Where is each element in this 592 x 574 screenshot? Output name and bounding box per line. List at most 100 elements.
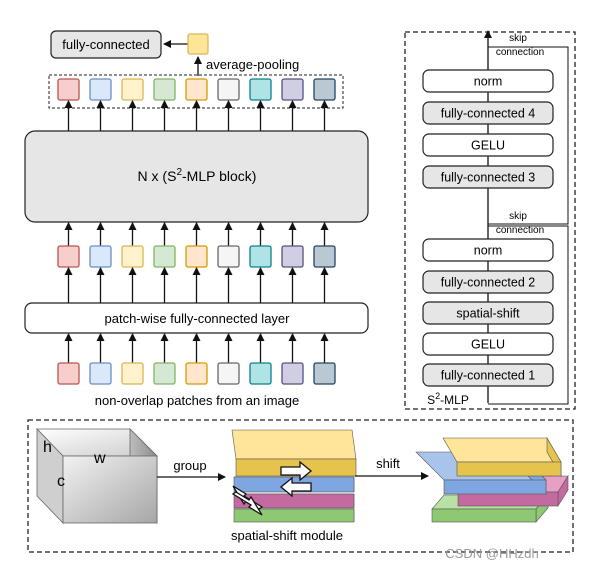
image-patch (313, 362, 336, 385)
output-token (313, 78, 336, 101)
mlp-layer-box (422, 101, 554, 125)
cube-dim-c: c (57, 473, 65, 490)
image-patch (121, 362, 144, 385)
spatial-shift-panel-frame (27, 419, 574, 553)
block-label-suffix: -MLP block) (182, 168, 256, 184)
s2-mlp-panel-title: S2-MLP (427, 391, 469, 407)
skip-connection-lower (488, 225, 569, 405)
image-patch (281, 362, 304, 385)
shift-direction-arrows (231, 460, 313, 516)
mlp-layer-label: fully-connected 4 (441, 107, 536, 121)
mlp-layer-label: fully-connected 2 (441, 276, 536, 290)
skip-label-upper-1: skip (509, 33, 527, 44)
mlp-layer-box (422, 165, 554, 189)
block-to-output-arrows (64, 100, 329, 131)
spatial-shift-panel: h w c group spatial-shift module shift (27, 419, 574, 553)
image-patch (57, 362, 80, 385)
mlp-layer-box (422, 301, 554, 325)
output-fc-label: fully-connected (62, 37, 149, 52)
patch-token (313, 245, 336, 268)
mlp-layer-box (422, 238, 554, 262)
panel-title-prefix: S (427, 393, 435, 407)
grouped-feature-stack (231, 429, 357, 523)
mlp-layer-stack: norm fully-connected 4 GELU fully-connected… (422, 69, 554, 387)
shift-slab-yellow-front (456, 461, 562, 477)
group-slab-yellow-top (231, 429, 357, 460)
output-token (217, 78, 240, 101)
token-row (57, 245, 336, 268)
mlp-layer-box (422, 332, 554, 356)
image-patch (217, 362, 240, 385)
patch-token (217, 245, 240, 268)
mlp-layer-label: fully-connected 3 (441, 171, 536, 185)
output-token (249, 78, 272, 101)
patch-token (249, 245, 272, 268)
panel-title-sup: 2 (435, 391, 440, 401)
output-token (185, 78, 208, 101)
image-patch (185, 362, 208, 385)
skip-label-lower-1: skip (509, 211, 527, 222)
s2-mlp-detail-panel: skip connection skip connection norm full… (404, 30, 576, 410)
shift-right-arrow-icon (280, 460, 313, 482)
output-tokens-frame (48, 74, 344, 109)
fc-to-tokens-arrows (64, 267, 329, 303)
shift-slab-green-front (431, 508, 537, 523)
input-caption: non-overlap patches from an image (95, 393, 300, 408)
average-pooling-label: average-pooling (206, 57, 299, 72)
output-token-row (57, 78, 336, 101)
patch-token (57, 245, 80, 268)
main-pipeline: fully-connected average-pooling N x (S2-… (24, 30, 369, 408)
skip-label-lower-2: connection (496, 225, 544, 236)
mlp-layer-box (422, 69, 554, 93)
spatial-shift-module-caption: spatial-shift module (231, 528, 343, 543)
patch-token (153, 245, 176, 268)
output-token (153, 78, 176, 101)
mlp-layer-label: GELU (471, 139, 505, 153)
output-fc-box (50, 30, 162, 59)
block-label-prefix: N x (S (138, 168, 177, 184)
image-patch (89, 362, 112, 385)
mlp-layer-label: fully-connected 1 (441, 369, 536, 383)
patch-token (121, 245, 144, 268)
skip-label-upper-2: connection (496, 47, 544, 58)
skip-connection-upper (488, 46, 569, 225)
output-token (121, 78, 144, 101)
image-patch (249, 362, 272, 385)
tokens-to-block-arrows (64, 222, 329, 246)
shift-left-arrow-icon (279, 476, 312, 498)
patch-token (185, 245, 208, 268)
mlp-layer-box (422, 363, 554, 387)
patch-wise-fc-label: patch-wise fully-connected layer (105, 311, 291, 326)
group-slab-green-front (233, 508, 355, 523)
mlp-layer-box (422, 270, 554, 294)
patch-token (89, 245, 112, 268)
mlp-layer-box (422, 133, 554, 157)
patch-token (281, 245, 304, 268)
group-slab-pink-front (233, 493, 355, 509)
cube-dim-w: w (93, 450, 106, 467)
shift-label: shift (376, 456, 400, 471)
image-patch (153, 362, 176, 385)
shift-slab-yellow-top (442, 437, 562, 463)
mlp-layer-label: GELU (471, 338, 505, 352)
output-token (89, 78, 112, 101)
block-label: N x (S2-MLP block) (138, 167, 257, 184)
output-token (57, 78, 80, 101)
mlp-layer-label: norm (474, 75, 502, 89)
cube-dim-h: h (43, 439, 52, 456)
shift-slab-blue-front (443, 479, 547, 495)
patches-to-fc-arrows (64, 333, 329, 363)
feature-cube: h w c (36, 428, 158, 524)
pooled-token (187, 33, 209, 55)
mlp-layer-label: spatial-shift (456, 307, 520, 321)
panel-title-suffix: -MLP (440, 393, 469, 407)
block-label-sup: 2 (176, 167, 182, 178)
input-patch-row (57, 362, 336, 385)
shifted-feature-stack (415, 436, 569, 523)
cube-front-face (62, 455, 158, 524)
output-token (281, 78, 304, 101)
watermark: CSDN @HHzdh (445, 546, 538, 561)
group-label: group (173, 458, 206, 473)
mlp-layer-label: norm (474, 244, 502, 258)
